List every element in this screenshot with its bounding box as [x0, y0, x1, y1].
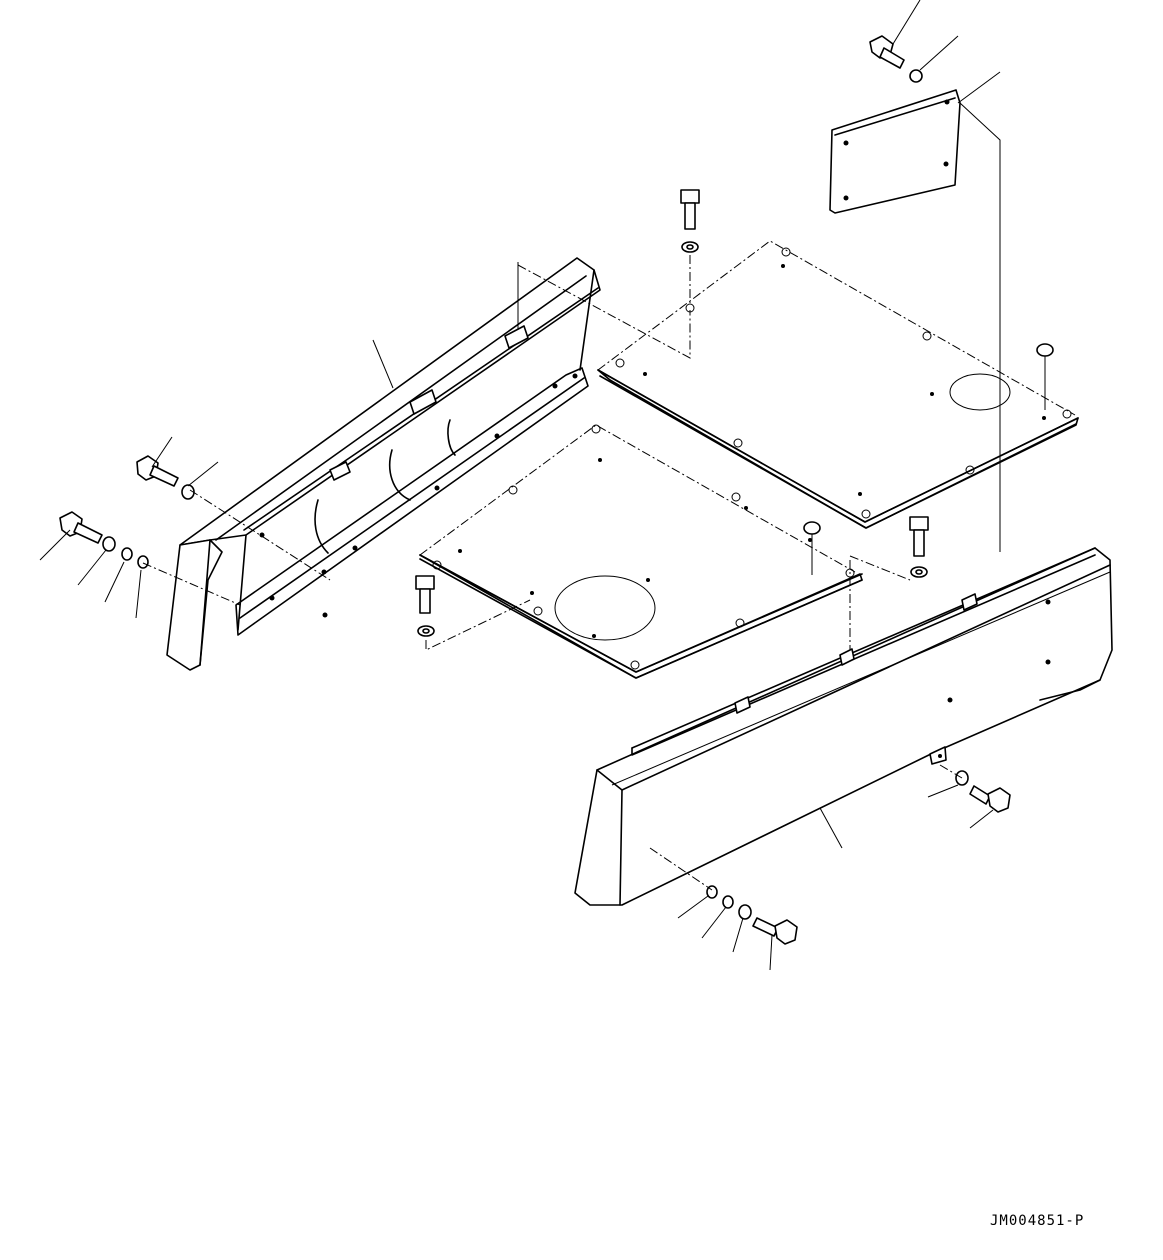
bolt-right-cover-side-icon — [955, 770, 1011, 813]
small-cover-plate — [829, 89, 961, 214]
callout-leaders — [39, 0, 1001, 971]
upper-floor-plate — [597, 240, 1079, 529]
stud-plate-lower-icon — [803, 521, 821, 575]
bolt-top-right-icon — [869, 35, 923, 83]
right-side-cover — [574, 547, 1113, 906]
alignment-lines — [142, 102, 1001, 891]
document-code: JM004851-P — [990, 1213, 1085, 1229]
bolt-plate-upper-icon — [680, 189, 700, 253]
bolt-left-lower-icon — [59, 511, 149, 569]
stud-plate-upper-icon — [1036, 343, 1054, 410]
bolt-plate-right-icon — [909, 516, 929, 578]
bolt-left-upper-icon — [136, 455, 195, 500]
bolt-plate-lower-icon — [415, 575, 435, 637]
left-side-frame — [166, 257, 601, 671]
bolt-right-cover-bottom-icon — [706, 885, 798, 945]
lower-floor-plate — [419, 424, 863, 679]
